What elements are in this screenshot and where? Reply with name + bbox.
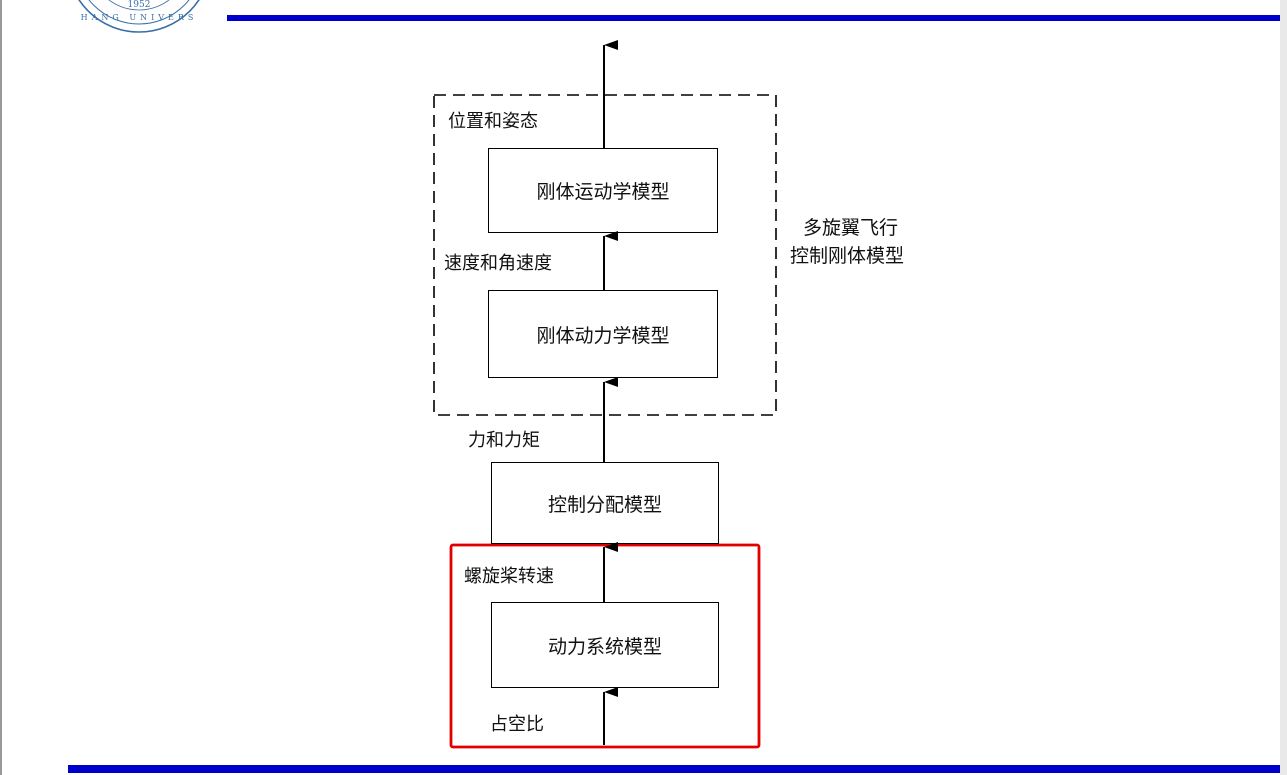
propulsion-block-label: 动力系统模型 (547, 635, 662, 658)
allocation-block: 控制分配模型 (491, 462, 719, 544)
signal-label-duty-cycle: 占空比 (490, 714, 544, 735)
right-border (1280, 0, 1287, 775)
dynamics-block-label: 刚体动力学模型 (536, 324, 670, 347)
signal-label-rotor-speed: 螺旋桨转速 (464, 566, 554, 587)
footer-rule (68, 765, 1280, 773)
kinematics-block-label: 刚体运动学模型 (536, 181, 670, 203)
group-label-line2: 控制刚体模型 (790, 245, 905, 267)
signal-label-force-torque: 力和力矩 (468, 430, 540, 451)
university-seal-logo: 1952 HANG UNIVERS (78, 0, 200, 33)
group-label-line1: 多旋翼飞行 (803, 217, 899, 239)
dynamics-block: 刚体动力学模型 (488, 290, 718, 378)
left-border (0, 0, 2, 775)
header-rule (227, 15, 1280, 21)
propulsion-block: 动力系统模型 (491, 602, 719, 688)
allocation-block-label: 控制分配模型 (547, 493, 662, 516)
kinematics-block: 刚体运动学模型 (488, 148, 718, 233)
seal-text: HANG UNIVERS (81, 13, 198, 22)
seal-year: 1952 (128, 0, 151, 10)
signal-label-velocity: 速度和角速度 (444, 253, 552, 274)
signal-label-pose: 位置和姿态 (448, 111, 538, 132)
